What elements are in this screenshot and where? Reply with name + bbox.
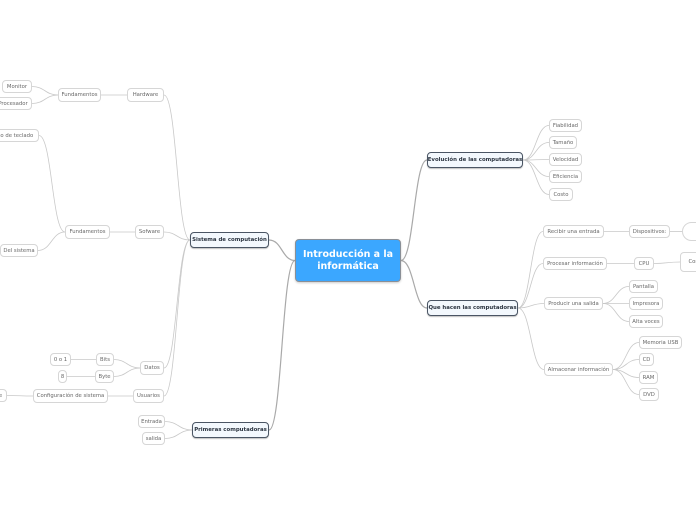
topic-node[interactable]: Sistema de computación bbox=[190, 232, 269, 248]
topic-node[interactable]: Almacenar información bbox=[544, 363, 613, 376]
connector-line bbox=[6, 395, 34, 397]
topic-node[interactable]: Tamaño bbox=[549, 136, 577, 149]
topic-node[interactable]: RAM bbox=[639, 371, 658, 384]
topic-node[interactable]: Dispositivos: bbox=[629, 225, 670, 238]
connector-line bbox=[163, 239, 191, 397]
connector-line bbox=[163, 94, 191, 241]
connector-line bbox=[163, 239, 191, 369]
topic-node[interactable]: Producir una salida bbox=[544, 297, 603, 310]
topic-node[interactable]: Bits bbox=[96, 353, 114, 366]
topic-node[interactable]: Datos bbox=[140, 361, 164, 375]
connector-line bbox=[612, 342, 640, 370]
connector-line bbox=[31, 94, 59, 104]
connector-line bbox=[164, 421, 193, 431]
topic-node[interactable]: Monitor bbox=[2, 80, 32, 93]
topic-node[interactable]: Recibir una entrada bbox=[543, 225, 604, 238]
connector-line bbox=[268, 239, 296, 262]
topic-node[interactable]: Fiabilidad bbox=[549, 119, 582, 132]
connector-line bbox=[163, 231, 191, 241]
connector-line bbox=[522, 142, 550, 161]
topic-node[interactable]: Sofware bbox=[135, 225, 164, 239]
connector-line bbox=[31, 86, 59, 96]
connector-line bbox=[522, 159, 550, 177]
topic-node[interactable]: Uso de teclado bbox=[0, 129, 39, 142]
topic-node[interactable]: Costo bbox=[549, 188, 573, 201]
topic-node[interactable]: salida bbox=[142, 432, 165, 445]
connector-line bbox=[517, 231, 544, 309]
connector-line bbox=[400, 259, 428, 309]
central-topic[interactable]: Introducción a la informática bbox=[295, 239, 401, 282]
topic-node[interactable]: CPU bbox=[634, 257, 654, 270]
topic-node[interactable]: 0 o 1 bbox=[50, 353, 71, 366]
topic-node[interactable] bbox=[682, 222, 696, 241]
topic-node[interactable]: e bbox=[0, 389, 7, 402]
connector-line bbox=[268, 259, 296, 431]
topic-node[interactable]: Evolución de las computadoras bbox=[427, 152, 523, 168]
connector-line bbox=[113, 367, 141, 377]
connector-line bbox=[517, 303, 545, 309]
connector-line bbox=[400, 159, 428, 262]
topic-node[interactable]: Hardware bbox=[127, 88, 164, 102]
topic-node[interactable]: Fundamentos bbox=[65, 225, 110, 239]
topic-node[interactable]: Memoria USB bbox=[639, 336, 682, 349]
topic-node[interactable]: Velocidad bbox=[549, 153, 582, 166]
connector-line bbox=[612, 369, 640, 395]
topic-node[interactable]: Eficiencia bbox=[549, 170, 582, 183]
topic-node[interactable]: Cons bbox=[680, 252, 696, 272]
connector-line bbox=[37, 231, 66, 251]
topic-node[interactable]: Primeras computadoras bbox=[192, 422, 269, 438]
topic-node[interactable]: DVD bbox=[639, 388, 659, 401]
connector-line bbox=[113, 359, 141, 369]
topic-node[interactable]: Pantalla bbox=[629, 280, 658, 293]
topic-node[interactable]: Alta voces bbox=[629, 315, 663, 328]
topic-node[interactable]: Procesador bbox=[0, 97, 32, 110]
connector-line bbox=[517, 263, 544, 309]
topic-node[interactable]: CD bbox=[639, 353, 654, 366]
topic-node[interactable]: Procesar información bbox=[543, 257, 607, 270]
connector-line bbox=[522, 159, 550, 195]
topic-node[interactable]: 8 bbox=[58, 370, 67, 383]
topic-node[interactable]: Que hacen las computadoras bbox=[427, 300, 518, 316]
connector-line bbox=[612, 359, 640, 370]
topic-node[interactable]: Impresora bbox=[629, 297, 663, 310]
connector-line bbox=[522, 125, 550, 161]
topic-node[interactable]: Configuración de sistema bbox=[33, 389, 108, 403]
topic-node[interactable]: Usuarios bbox=[133, 389, 164, 403]
connector-line bbox=[602, 303, 630, 322]
connector-line bbox=[164, 429, 193, 439]
connector-line bbox=[38, 135, 66, 233]
topic-node[interactable]: Del sistema bbox=[0, 244, 38, 257]
topic-node[interactable]: Byte bbox=[95, 370, 114, 383]
connector-line bbox=[653, 261, 681, 264]
connector-line bbox=[517, 307, 545, 370]
topic-node[interactable]: Entrada bbox=[138, 415, 165, 428]
topic-node[interactable]: Fundamentos bbox=[58, 88, 101, 102]
connector-line bbox=[602, 286, 630, 304]
